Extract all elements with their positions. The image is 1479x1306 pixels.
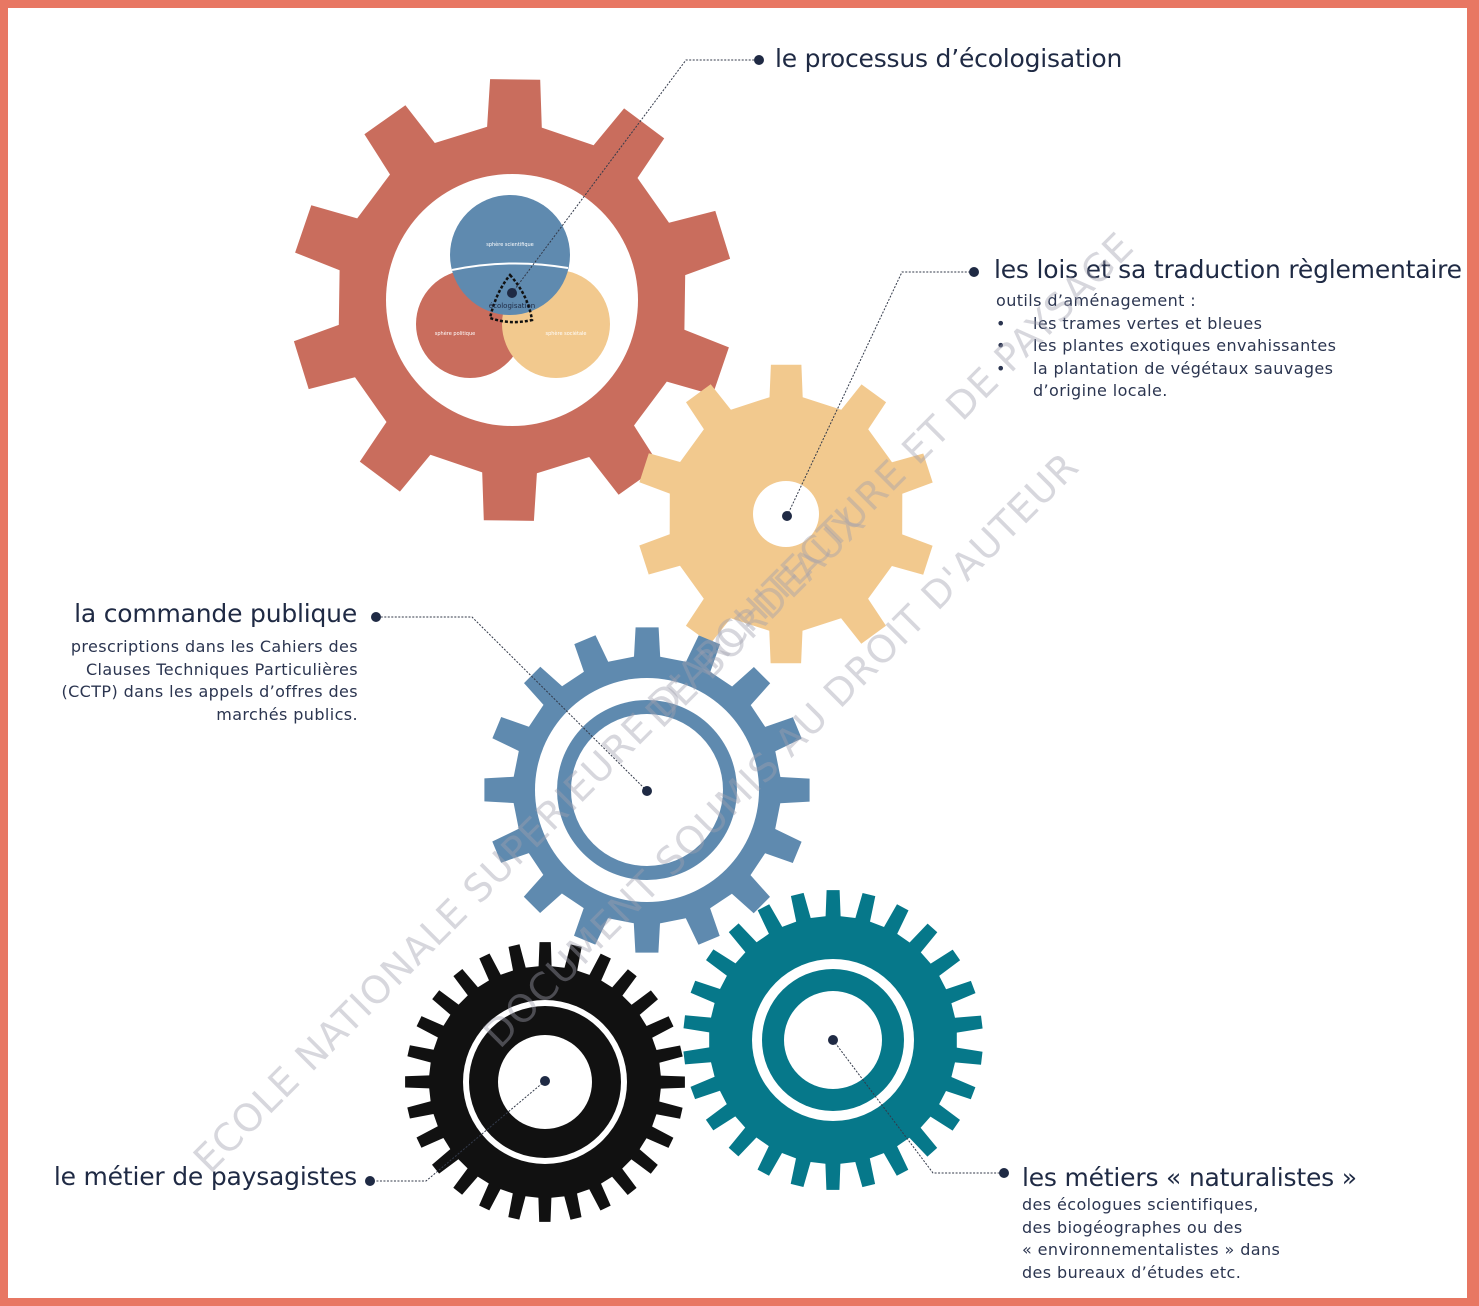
- dot-naturalistes-gear: [828, 1035, 838, 1045]
- list-item: la plantation de végétaux sauvages: [996, 358, 1336, 381]
- label-commande-body: prescriptions dans les Cahiers des Claus…: [61, 636, 358, 726]
- venn-center-outline: [488, 273, 534, 324]
- dot-ecologisation-gear: [507, 288, 517, 298]
- venn-scientific-circle: [450, 195, 570, 315]
- venn-overlap-line: [451, 262, 569, 271]
- connector-commande: [376, 616, 648, 792]
- dot-naturalistes-label: [999, 1168, 1009, 1178]
- connector-naturalistes: [832, 1039, 1004, 1174]
- dot-lois-gear: [782, 511, 792, 521]
- label-naturalistes-line: des biogéographes ou des: [1022, 1217, 1243, 1237]
- list-item: les trames vertes et bleues: [996, 313, 1336, 336]
- dot-paysagistes-label: [365, 1176, 375, 1186]
- connector-ecologisation: [511, 59, 758, 294]
- dot-lois-label: [969, 267, 979, 277]
- connector-lois: [786, 271, 974, 517]
- label-ecologisation-title: le processus d’écologisation: [775, 44, 1123, 73]
- dot-ecologisation-label: [754, 55, 764, 65]
- label-paysagistes-title: le métier de paysagistes: [53, 1162, 357, 1191]
- label-commande-line: prescriptions dans les Cahiers des: [70, 637, 358, 656]
- label-commande-line: (CCTP) dans les appels d’offres des: [61, 682, 358, 701]
- venn-label-political: sphère politique: [435, 330, 475, 337]
- label-naturalistes-line: des écologues scientifiques,: [1022, 1195, 1259, 1214]
- label-commande-line: marchés publics.: [216, 704, 358, 724]
- dot-commande-gear: [642, 786, 652, 796]
- list-item-continuation: d’origine locale.: [1033, 381, 1168, 400]
- venn-label-society: sphère sociétale: [545, 330, 586, 337]
- label-lois-body: outils d’aménagement : les trames vertes…: [996, 290, 1336, 403]
- venn-diagram: sphère scientifique sphère politique sph…: [416, 195, 610, 378]
- label-commande-line: Clauses Techniques Particulières: [85, 659, 358, 679]
- venn-label-center: écologisation: [489, 302, 535, 310]
- dot-paysagistes-gear: [540, 1076, 550, 1086]
- label-naturalistes-title: les métiers « naturalistes »: [1022, 1163, 1357, 1192]
- label-naturalistes-body: des écologues scientifiques, des biogéog…: [1022, 1194, 1280, 1284]
- label-naturalistes-line: des bureaux d’études etc.: [1022, 1262, 1242, 1282]
- label-lois-title: les lois et sa traduction règlementaire: [994, 255, 1462, 284]
- label-lois-subtitle: outils d’aménagement :: [996, 291, 1197, 310]
- label-commande-title: la commande publique: [74, 599, 357, 628]
- label-lois-list: les trames vertes et bleues les plantes …: [996, 313, 1336, 381]
- list-item: les plantes exotiques envahissantes: [996, 335, 1336, 358]
- label-naturalistes-line: « environnementalistes » dans: [1022, 1240, 1281, 1259]
- connector-paysagistes: [370, 1080, 546, 1182]
- dot-commande-label: [371, 612, 381, 622]
- venn-label-scientific: sphère scientifique: [486, 241, 534, 248]
